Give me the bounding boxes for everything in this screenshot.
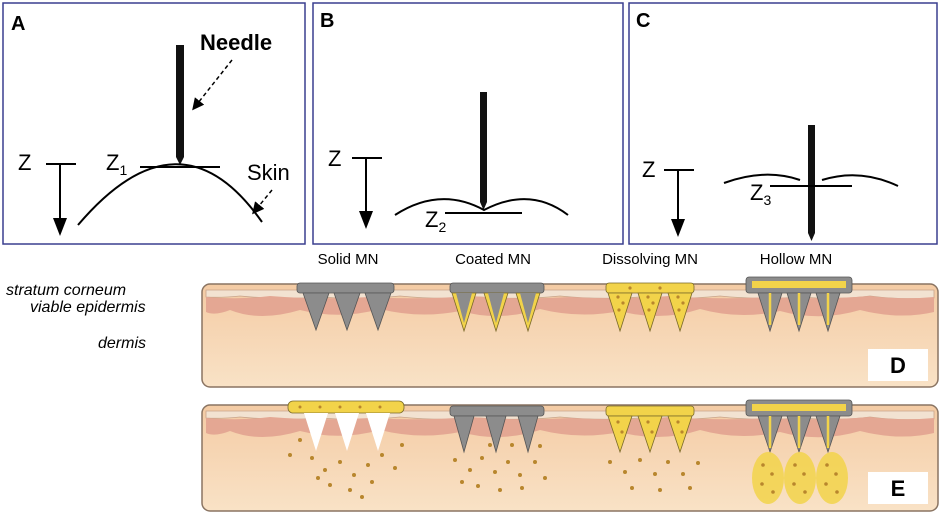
panel-e-tag: E <box>891 476 906 501</box>
skin-curve <box>77 163 263 226</box>
dissolving-needle <box>637 292 663 333</box>
panel-e: E <box>201 399 939 512</box>
hollow-mn-e <box>745 399 853 504</box>
drug-dots <box>288 405 404 499</box>
microchannel <box>335 413 359 451</box>
needle-tip <box>176 157 184 165</box>
panel-c-letter: C <box>636 10 650 32</box>
z1-label: Z1 <box>106 150 127 178</box>
mn-label-hollow: Hollow MN <box>760 251 833 268</box>
layer-labels: stratum corneum viable epidermis dermis <box>6 282 146 352</box>
panel-b-frame <box>312 2 624 245</box>
solid-needle <box>333 292 361 332</box>
panel-e-tag-box <box>868 472 928 504</box>
panel-d: D <box>201 276 939 388</box>
dissolving-needle <box>667 292 693 333</box>
drug-dots <box>616 286 685 312</box>
dissolving-mn-d <box>605 282 695 333</box>
drug-dots <box>453 443 547 492</box>
solid-mn-d <box>296 282 395 332</box>
z-axis-arrow-icon <box>359 211 373 229</box>
panel-b: B Z2 Z <box>312 2 624 245</box>
skin-curve-right <box>821 174 899 187</box>
needle-shaft <box>808 125 815 233</box>
dissolving-needle <box>607 292 633 333</box>
needle-tip <box>808 233 815 241</box>
panel-e-epidermis <box>206 417 934 438</box>
skin-arrow <box>252 189 273 215</box>
drug-dots <box>608 420 700 492</box>
z-axis-label: Z <box>18 150 31 175</box>
needle-label: Needle <box>200 30 272 55</box>
dissolving-mn-base <box>605 282 695 294</box>
needle-arrow <box>192 59 233 111</box>
coated-mn-d <box>449 282 545 333</box>
mn-label-coated: Coated MN <box>455 251 531 268</box>
panel-c: C Z3 Z <box>628 2 938 245</box>
mn-type-labels: Solid MN Coated MN Dissolving MN Hollow … <box>318 251 833 268</box>
panel-b-letter: B <box>320 10 334 32</box>
z3-label: Z3 <box>750 180 771 208</box>
solid-mn-base <box>296 282 395 294</box>
drug-patch <box>287 400 405 414</box>
dermis-label: dermis <box>98 335 146 352</box>
coated-mn-base <box>449 405 545 417</box>
microchannel <box>366 413 390 451</box>
drug-depot <box>816 452 848 504</box>
panel-a: A Needle Z1 Skin Z <box>2 2 306 245</box>
drug-depot <box>752 452 784 504</box>
drug-depot <box>784 452 816 504</box>
z-axis-label: Z <box>328 146 341 171</box>
skin-curve <box>394 198 569 216</box>
panel-c-frame <box>628 2 938 245</box>
dissolving-mn-e <box>605 405 700 492</box>
needle-shaft <box>480 92 487 202</box>
coated-mn-e <box>449 405 547 492</box>
coated-needle-core <box>488 293 504 323</box>
z-axis-arrow-icon <box>671 219 685 237</box>
hollow-mn-drug <box>752 404 846 411</box>
needle-shaft <box>176 45 184 157</box>
z-axis-arrow-icon <box>53 218 67 236</box>
coated-needle-core <box>456 293 472 323</box>
dissolving-needle <box>637 415 663 454</box>
mn-label-dissolving: Dissolving MN <box>602 251 698 268</box>
skin-label: Skin <box>247 160 290 185</box>
coated-needle <box>517 415 539 454</box>
z-axis-label: Z <box>642 157 655 182</box>
panel-a-letter: A <box>11 13 25 35</box>
solid-needle <box>364 292 392 332</box>
stratum-corneum-label: stratum corneum <box>6 282 126 299</box>
viable-epidermis-label: viable epidermis <box>30 299 146 316</box>
solid-mn-e <box>287 400 405 499</box>
mn-label-solid: Solid MN <box>318 251 379 268</box>
dissolving-mn-base <box>605 405 695 417</box>
hollow-mn-drug <box>752 281 846 288</box>
hollow-mn-d <box>745 276 853 333</box>
drug-dots <box>760 463 839 494</box>
skin-curve-left <box>723 173 801 184</box>
coated-needle <box>485 415 507 454</box>
needle-tip <box>480 202 487 210</box>
coated-needle <box>453 415 475 454</box>
solid-needle <box>302 292 330 332</box>
microchannel <box>304 413 328 451</box>
panel-d-tag-box <box>868 349 928 381</box>
dissolving-needle <box>607 415 633 454</box>
coated-needle-core <box>520 293 536 323</box>
z2-label: Z2 <box>425 207 446 235</box>
panel-d-tag: D <box>890 353 906 378</box>
coated-mn-base <box>449 282 545 294</box>
dissolving-needle <box>667 415 693 454</box>
